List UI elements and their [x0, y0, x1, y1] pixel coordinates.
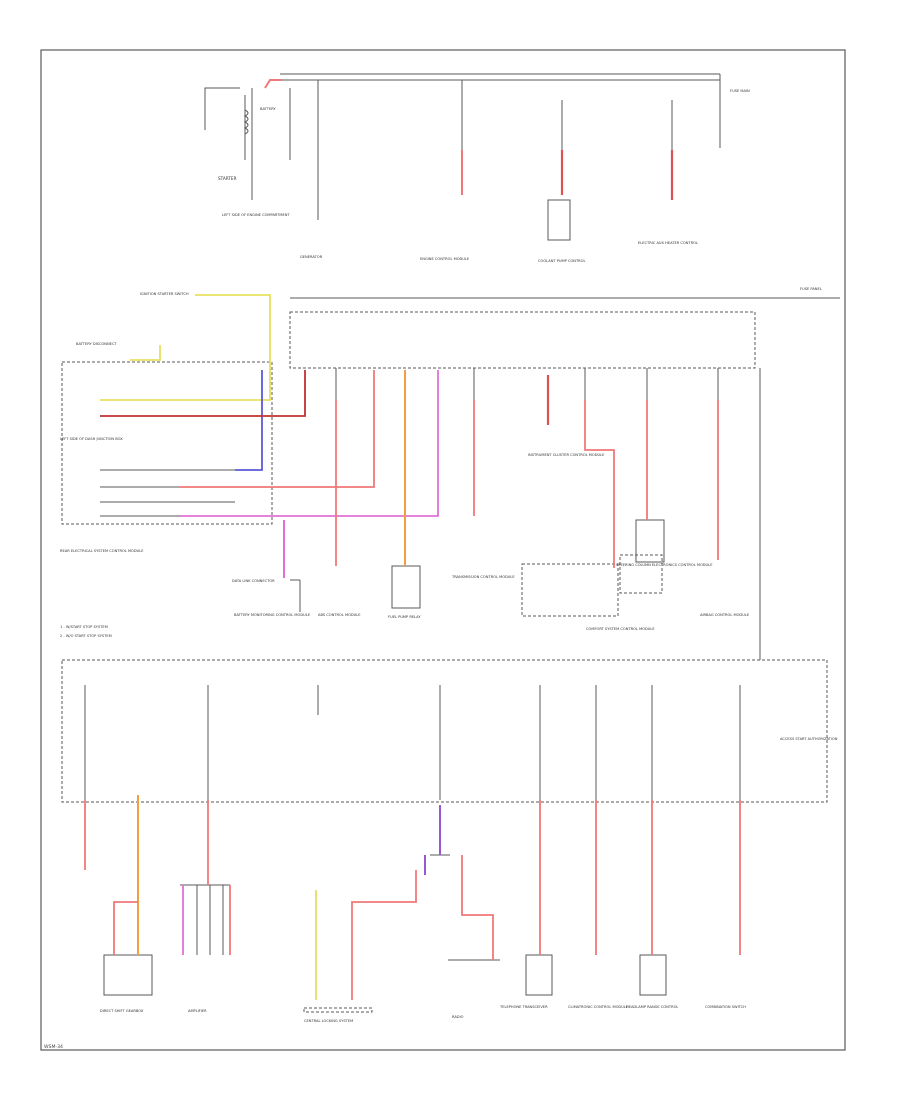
- coolant-label: COOLANT PUMP CONTROL: [538, 259, 586, 263]
- legend-1: 1 - W/START STOP SYSTEM: [60, 625, 108, 629]
- headlamp-label: HEADLAMP RANGE CONTROL: [626, 1005, 678, 1009]
- battery-monitor-label: BATTERY MONITORING CONTROL MODULE: [234, 613, 311, 617]
- red-wire-dsg: [113, 901, 138, 955]
- aux-heater-label: ELECTRIC AUX HEATER CONTROL: [638, 241, 698, 245]
- rear-electrical-label: REAR ELECTRICAL SYSTEM CONTROL MODULE: [60, 549, 144, 553]
- instrument-cluster-label: INSTRUMENT CLUSTER CONTROL MODULE: [528, 453, 605, 457]
- fuse-panel-label: FUSE PANEL: [800, 287, 822, 291]
- yellow-wire-2: [130, 345, 161, 361]
- ignition-label: IGNITION STARTER SWITCH: [140, 292, 189, 296]
- access-start-label: ACCESS START AUTHORIZATION: [780, 737, 838, 741]
- blue-wire: [235, 370, 263, 471]
- central-locking-label: CENTRAL LOCKING SYSTEM: [304, 1019, 353, 1023]
- dark-red-wire: [100, 370, 306, 417]
- yellow-wire: [100, 294, 271, 401]
- red-wire-radio: [461, 855, 494, 960]
- data-link-label: DATA LINK CONNECTOR: [232, 579, 275, 583]
- red-wire-pink-feed: [180, 370, 439, 517]
- bottom-section: [61, 659, 828, 1013]
- climatronic-label: CLIMATRONIC CONTROL MODULE: [568, 1005, 629, 1009]
- top-section: [204, 73, 721, 241]
- battery-label: BATTERY: [260, 107, 277, 111]
- airbag-label: AIRBAG CONTROL MODULE: [700, 613, 750, 617]
- transmission-label: TRANSMISSION CONTROL MODULE: [451, 575, 515, 579]
- left-side-label: LEFT SIDE OF ENGINE COMPARTMENT: [222, 213, 290, 217]
- abs-label: ABS CONTROL MODULE: [318, 613, 361, 617]
- amplifier-label: AMPLIFIER: [188, 1009, 207, 1013]
- battery-disconnect-label: BATTERY DISCONNECT: [76, 342, 117, 346]
- red-wire-top: [264, 79, 282, 89]
- direct-shift-label: DIRECT SHIFT GEARBOX: [100, 1009, 144, 1013]
- legend-2: 2 - W/O START STOP SYSTEM: [60, 634, 112, 638]
- middle-section: [61, 297, 840, 660]
- radio-label: RADIO: [452, 1015, 464, 1019]
- red-wire-cls: [351, 870, 417, 1000]
- page-code: WSM-34: [44, 1044, 63, 1050]
- fuel-pump-label: FUEL PUMP RELAY: [388, 615, 421, 619]
- telephone-label: TELEPHONE TRANSCEIVER: [499, 1005, 548, 1009]
- ecm-label: ENGINE CONTROL MODULE: [420, 257, 470, 261]
- red-wire-abs-feed: [180, 370, 375, 488]
- generator-label: GENERATOR: [300, 255, 323, 259]
- left-junction-label: LEFT SIDE OF DASH JUNCTION BOX: [60, 437, 123, 441]
- combination-switch-label: COMBINATION SWITCH: [705, 1005, 746, 1009]
- red-wire-steering: [584, 400, 615, 568]
- starter-label: STARTER: [218, 176, 237, 181]
- fuse-main-label: FUSE MAIN: [730, 89, 750, 93]
- comfort-system-label: COMFORT SYSTEM CONTROL MODULE: [586, 627, 655, 631]
- steering-column-label: STEERING COLUMN ELECTRONICS CONTROL MODU…: [616, 563, 713, 567]
- page-frame: [40, 49, 846, 1051]
